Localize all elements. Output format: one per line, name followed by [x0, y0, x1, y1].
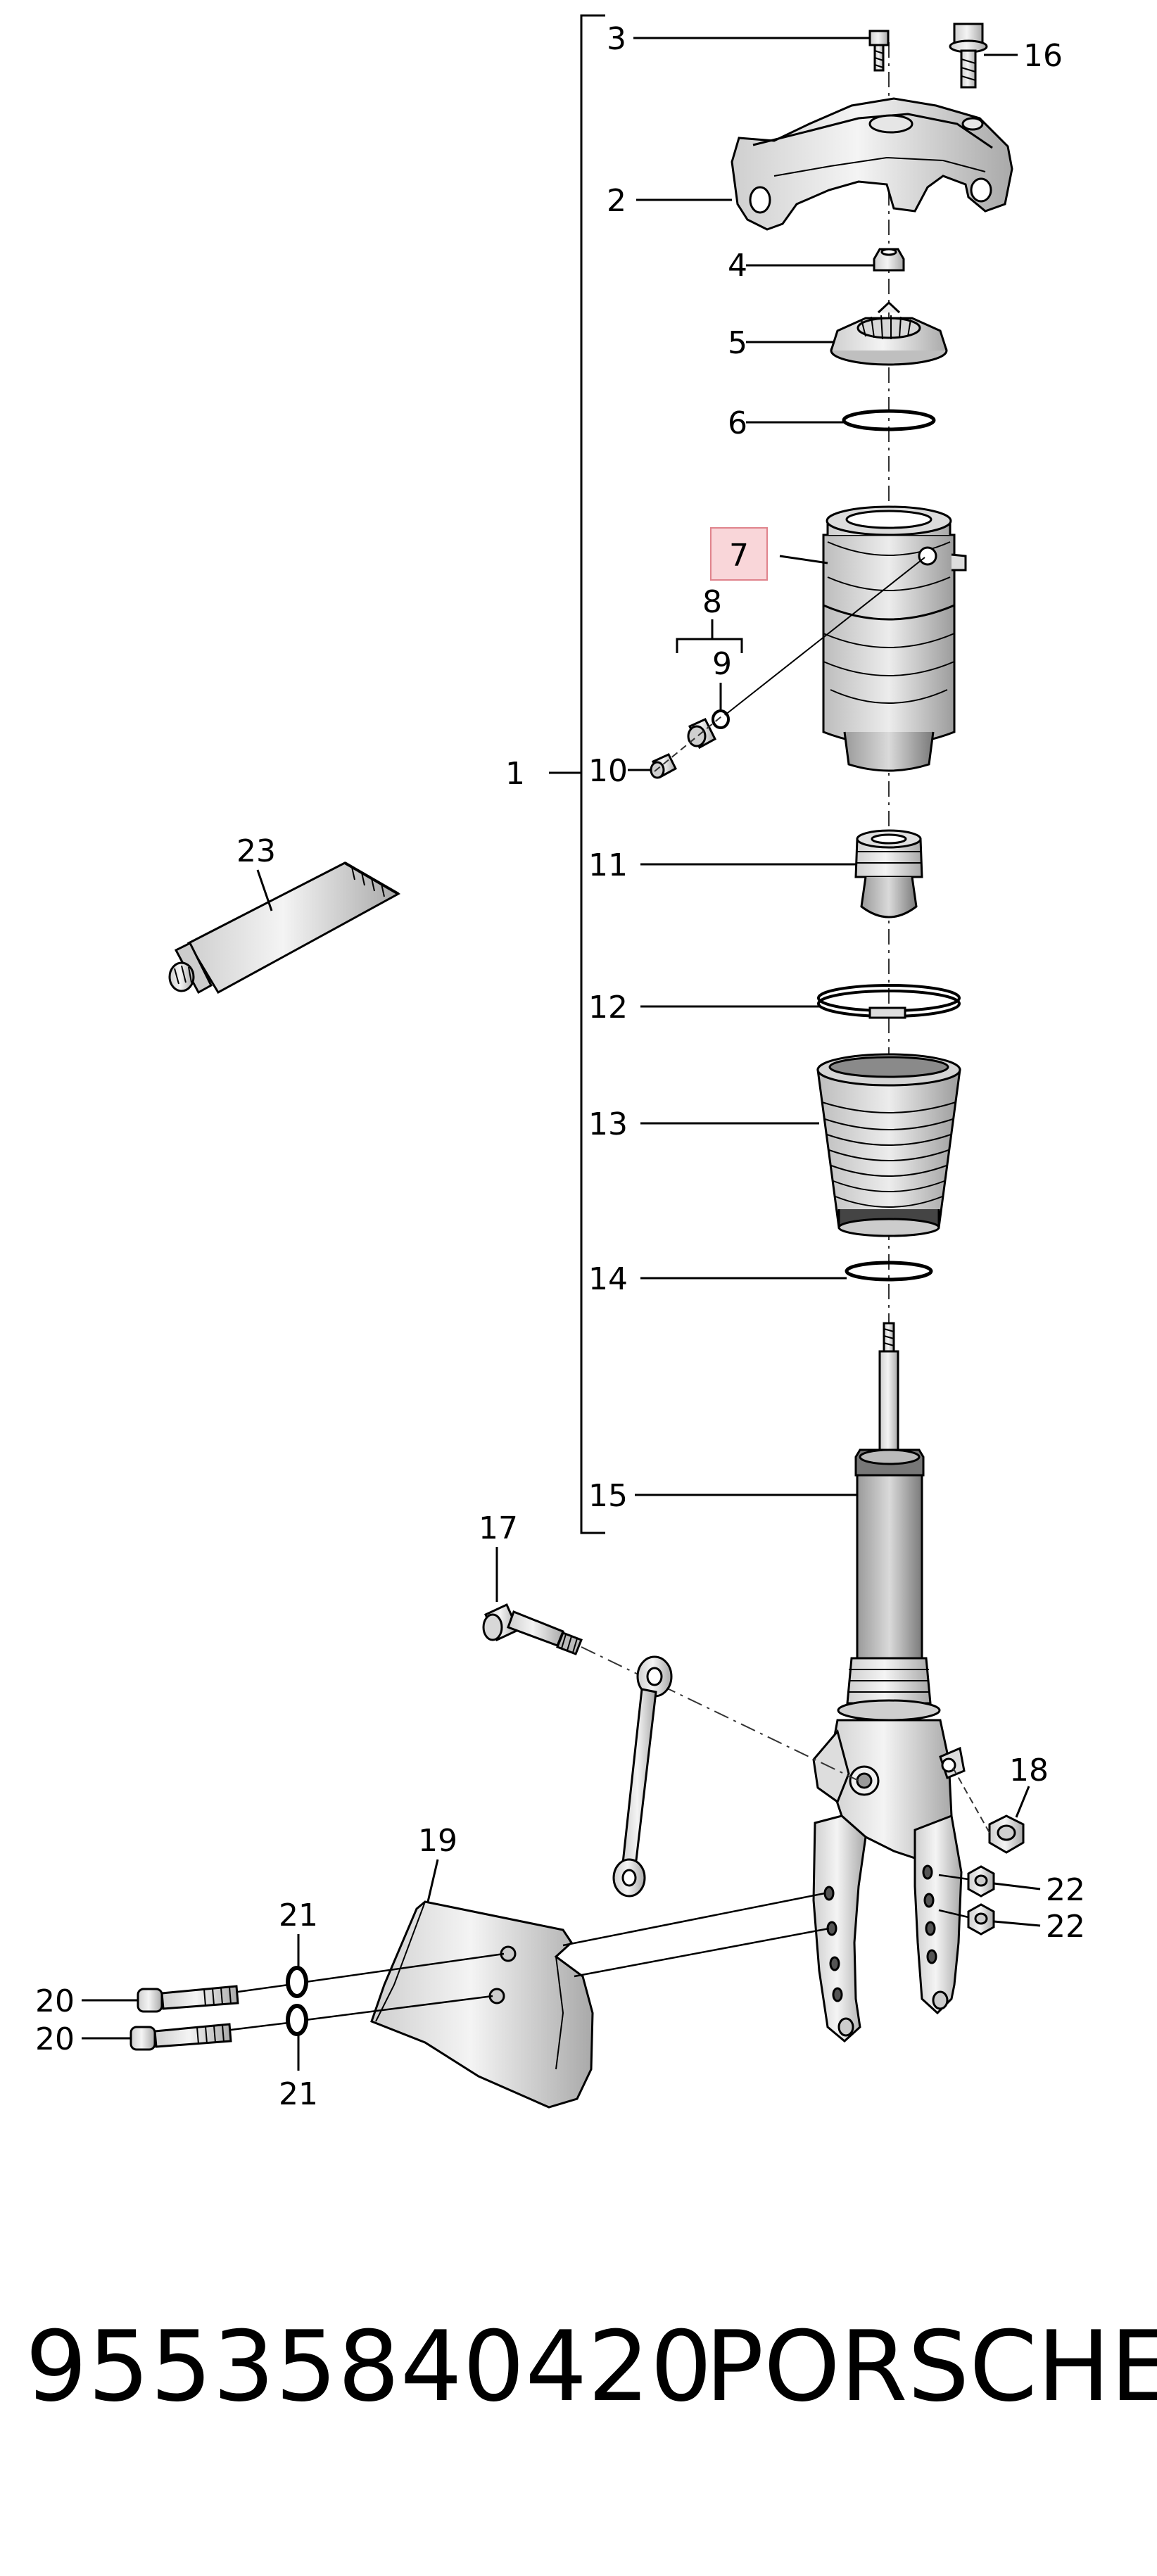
axis-valve: [654, 713, 726, 772]
bolt-axis-lines: [230, 1874, 969, 2031]
callout-2: 2: [607, 183, 626, 219]
callout-13: 13: [588, 1106, 628, 1142]
part-15-shock-absorber: [812, 1322, 966, 2043]
callout-14: 14: [588, 1261, 628, 1297]
leader-nut-18: [951, 1764, 990, 1833]
callout-11: 11: [588, 847, 628, 883]
callout-8: 8: [702, 584, 722, 620]
callout-21-lower: 21: [279, 2076, 318, 2112]
callout-23: 23: [236, 833, 276, 869]
part-18-nut: [988, 1814, 1025, 1854]
callout-3: 3: [607, 21, 626, 57]
leader-valve-to-spring: [724, 557, 925, 716]
callout-10: 10: [588, 753, 628, 789]
part-21-washer-lower: [286, 2004, 308, 2036]
callout-1: 1: [505, 756, 525, 792]
callout-4: 4: [728, 248, 747, 284]
stabilizer-link: [612, 1655, 673, 1898]
part-7-air-spring: [822, 505, 967, 772]
callout-15: 15: [588, 1478, 628, 1514]
part-22-nut-lower: [967, 1903, 995, 1936]
part-4-nut: [873, 248, 905, 272]
part-23-grease-tube: [168, 861, 401, 995]
callout-21-upper: 21: [279, 1898, 318, 1933]
callout-5: 5: [728, 325, 747, 361]
assembly-bracket: [549, 14, 605, 1534]
callout-22-upper: 22: [1046, 1872, 1085, 1908]
part-6-oring: [842, 409, 936, 431]
callout-20-lower: 20: [35, 2021, 75, 2057]
part-17-bolt: [482, 1603, 583, 1655]
part-2-top-mount: [731, 97, 1013, 231]
highlight-box-part-7: [710, 527, 768, 581]
callout-19: 19: [418, 1823, 457, 1859]
brand-name: PORSCHE: [705, 2310, 1157, 2423]
part-3-bolt: [868, 30, 890, 72]
part-11-bump-stop: [854, 829, 923, 918]
part-21-washer-upper: [286, 1966, 308, 1998]
part-16-bolt: [949, 23, 988, 89]
axis-bolt-17: [581, 1646, 859, 1781]
callout-7: 7: [729, 538, 749, 574]
part-14-oring: [845, 1261, 933, 1282]
part-20-bolt-lower: [129, 2023, 232, 2051]
part-number: 95535840420: [25, 2310, 713, 2423]
callout-17: 17: [479, 1510, 518, 1546]
callout-12: 12: [588, 990, 628, 1025]
callout-9: 9: [712, 646, 732, 682]
part-20-bolt-upper: [137, 1985, 239, 2013]
callout-6: 6: [728, 405, 747, 441]
part-13-bellows: [816, 1053, 961, 1237]
part-5-bearing: [830, 301, 948, 366]
part-22-nut-upper: [967, 1865, 995, 1898]
leader-lines: [82, 37, 1041, 2071]
part-10-valve: [650, 753, 677, 779]
callout-18: 18: [1009, 1753, 1049, 1788]
part-12-clamp: [817, 984, 961, 1019]
callout-16: 16: [1023, 38, 1063, 74]
callout-20-upper: 20: [35, 1983, 75, 2019]
callout-22-lower: 22: [1046, 1909, 1085, 1945]
part-19-cover: [370, 1900, 594, 2109]
